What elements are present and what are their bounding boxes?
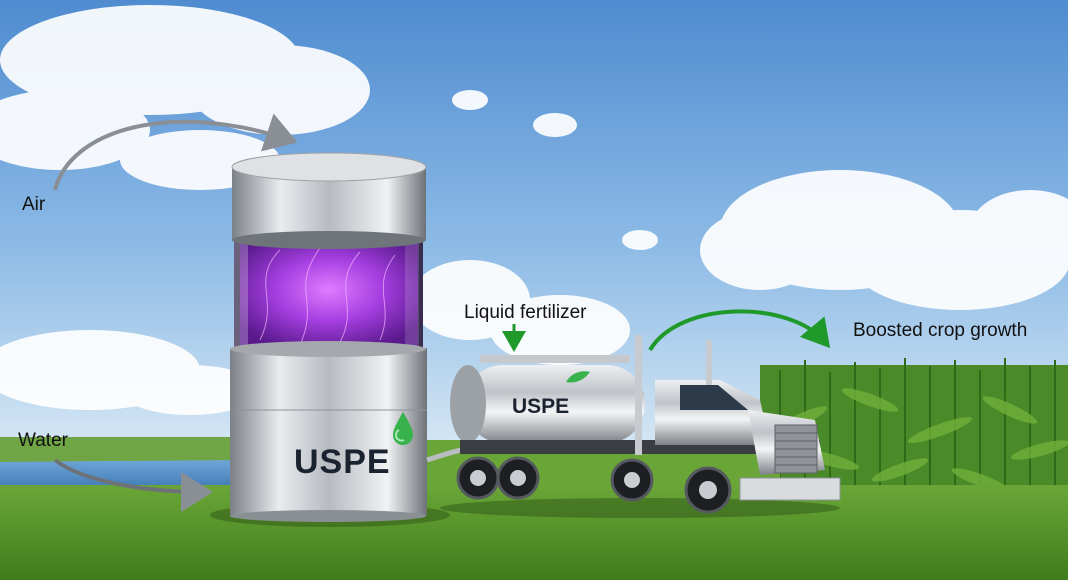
water-stream — [0, 460, 240, 490]
water-arrow — [53, 458, 213, 512]
tanker-truck — [440, 335, 841, 518]
truck-logo: USPE — [512, 395, 569, 418]
water-label: Water — [18, 430, 68, 451]
air-label: Air — [22, 194, 46, 215]
air-arrow — [53, 113, 298, 191]
reactor-tank — [210, 152, 471, 527]
tank-logo: USPE — [294, 443, 391, 481]
grass — [0, 485, 1068, 580]
crop-growth-arrow — [648, 309, 831, 352]
droplet-icon — [393, 412, 413, 445]
plasma-chamber — [240, 242, 418, 348]
leaf-icon — [566, 371, 590, 383]
clouds — [0, 5, 1068, 415]
boosted-crop-growth-label: Boosted crop growth — [853, 320, 1028, 341]
liquid-fertilizer-label: Liquid fertilizer — [464, 302, 587, 323]
